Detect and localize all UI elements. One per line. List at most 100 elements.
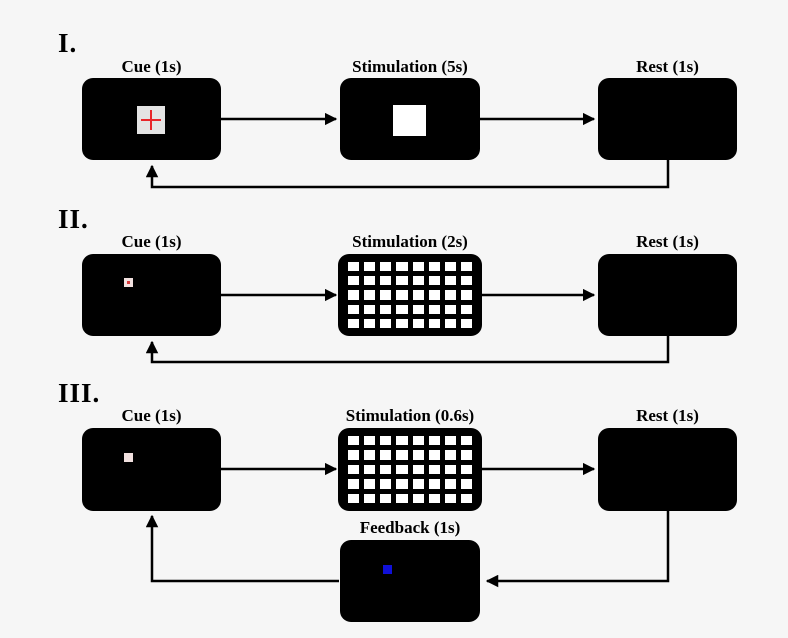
red-cross-icon bbox=[137, 106, 165, 134]
grid-cell bbox=[348, 493, 360, 503]
grid-cell bbox=[460, 318, 472, 328]
small-dot-icon bbox=[124, 453, 133, 462]
stimulation-title-3: Stimulation (0.6s) bbox=[345, 406, 475, 425]
rest-screen-2 bbox=[598, 254, 737, 336]
grid-cell bbox=[428, 276, 440, 286]
grid-cell bbox=[428, 436, 440, 446]
grid-cell bbox=[428, 464, 440, 475]
grid-cell bbox=[412, 436, 424, 446]
grid-cell bbox=[380, 276, 392, 286]
grid-cell bbox=[444, 450, 456, 460]
stimulation-title-2: Stimulation (2s) bbox=[352, 232, 468, 251]
grid-cell bbox=[396, 304, 408, 314]
grid-cell bbox=[348, 479, 360, 489]
grid-cell bbox=[460, 493, 472, 503]
feedback-screen-3 bbox=[340, 540, 480, 622]
grid-cell bbox=[364, 276, 376, 286]
grid-cell bbox=[412, 290, 424, 300]
checkerboard-grid-icon bbox=[348, 262, 472, 328]
grid-cell bbox=[396, 436, 408, 446]
grid-cell bbox=[444, 262, 456, 272]
grid-cell bbox=[428, 304, 440, 314]
grid-cell bbox=[364, 479, 376, 489]
grid-cell bbox=[460, 436, 472, 446]
grid-cell bbox=[460, 304, 472, 314]
grid-cell bbox=[380, 493, 392, 503]
stimulation-screen-1 bbox=[340, 78, 480, 160]
grid-cell bbox=[412, 276, 424, 286]
cue-title-1: Cue (1s) bbox=[121, 57, 182, 76]
grid-cell bbox=[460, 276, 472, 286]
grid-cell bbox=[380, 304, 392, 314]
grid-cell bbox=[364, 450, 376, 460]
grid-cell bbox=[412, 450, 424, 460]
grid-cell bbox=[428, 318, 440, 328]
grid-cell bbox=[428, 262, 440, 272]
cue-screen-1 bbox=[82, 78, 221, 160]
grid-cell bbox=[428, 493, 440, 503]
grid-cell bbox=[444, 290, 456, 300]
grid-cell bbox=[396, 290, 408, 300]
rest-screen-3 bbox=[598, 428, 737, 511]
grid-cell bbox=[412, 479, 424, 489]
stimulation-screen-3 bbox=[338, 428, 482, 511]
grid-cell bbox=[396, 479, 408, 489]
white-square-icon bbox=[393, 105, 426, 136]
grid-cell bbox=[348, 304, 360, 314]
cue-title-2: Cue (1s) bbox=[121, 232, 182, 251]
grid-cell bbox=[460, 450, 472, 460]
grid-cell bbox=[444, 479, 456, 489]
cue-screen-2 bbox=[82, 254, 221, 336]
grid-cell bbox=[396, 464, 408, 475]
stimulation-title-1: Stimulation (5s) bbox=[352, 57, 468, 76]
small-dot-icon bbox=[124, 278, 133, 287]
cue-title-3: Cue (1s) bbox=[121, 406, 182, 425]
blue-dot-icon bbox=[383, 565, 392, 574]
grid-cell bbox=[380, 464, 392, 475]
grid-cell bbox=[396, 262, 408, 272]
grid-cell bbox=[380, 479, 392, 489]
grid-cell bbox=[444, 304, 456, 314]
grid-cell bbox=[348, 290, 360, 300]
grid-cell bbox=[364, 290, 376, 300]
grid-cell bbox=[364, 262, 376, 272]
feedback-title-3: Feedback (1s) bbox=[359, 518, 461, 537]
rest-title-3: Rest (1s) bbox=[636, 406, 699, 425]
grid-cell bbox=[444, 493, 456, 503]
grid-cell bbox=[380, 262, 392, 272]
grid-cell bbox=[444, 276, 456, 286]
grid-cell bbox=[348, 276, 360, 286]
stimulation-screen-2 bbox=[338, 254, 482, 336]
grid-cell bbox=[444, 464, 456, 475]
grid-cell bbox=[348, 262, 360, 272]
grid-cell bbox=[348, 464, 360, 475]
rest-screen-1 bbox=[598, 78, 737, 160]
grid-cell bbox=[396, 450, 408, 460]
grid-cell bbox=[412, 318, 424, 328]
grid-cell bbox=[348, 318, 360, 328]
grid-cell bbox=[396, 493, 408, 503]
section-label-3: III. bbox=[58, 378, 101, 408]
grid-cell bbox=[364, 464, 376, 475]
grid-cell bbox=[364, 318, 376, 328]
section-label-2: II. bbox=[58, 204, 89, 234]
grid-cell bbox=[444, 436, 456, 446]
grid-cell bbox=[396, 318, 408, 328]
grid-cell bbox=[380, 318, 392, 328]
grid-cell bbox=[412, 464, 424, 475]
grid-cell bbox=[380, 436, 392, 446]
grid-cell bbox=[348, 450, 360, 460]
grid-cell bbox=[460, 464, 472, 475]
arrow-loop-back-2 bbox=[145, 336, 670, 364]
grid-cell bbox=[380, 450, 392, 460]
checkerboard-grid-icon bbox=[348, 436, 472, 503]
grid-cell bbox=[460, 290, 472, 300]
section-label-1: I. bbox=[58, 28, 78, 58]
arrow-loop-back-1 bbox=[145, 160, 670, 189]
grid-cell bbox=[412, 304, 424, 314]
grid-cell bbox=[460, 479, 472, 489]
arrow-feedback-to-cue-3 bbox=[145, 514, 339, 583]
grid-cell bbox=[380, 290, 392, 300]
grid-cell bbox=[364, 304, 376, 314]
